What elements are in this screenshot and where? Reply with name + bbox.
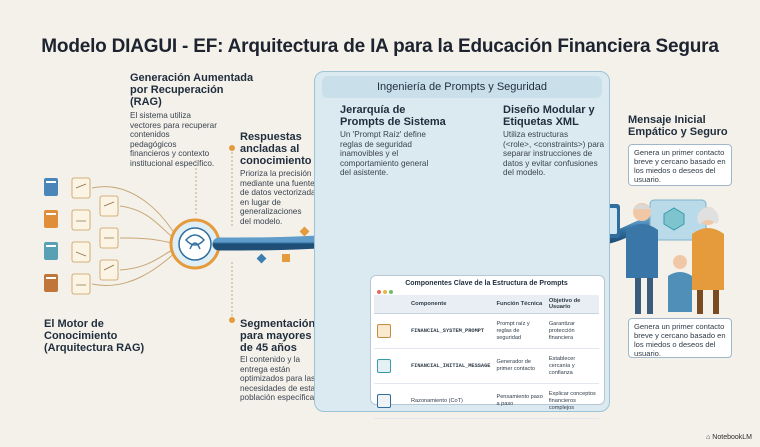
watermark-text: NotebookLM bbox=[712, 434, 752, 441]
table-row: FINANCIAL_SYSTEM_PROMPT Prompt raíz y re… bbox=[374, 313, 599, 349]
table-row: FINANCIAL_INITIAL_MESSAGE Generador de p… bbox=[374, 348, 599, 384]
hierarchy-description: Un 'Prompt Raíz' define reglas de seguri… bbox=[340, 130, 450, 178]
rag-heading: Generación Aumentada por Recuperación (R… bbox=[130, 72, 270, 108]
anchored-heading-line-1: Respuestas bbox=[240, 131, 302, 143]
segment-body-line: entrega están bbox=[240, 364, 291, 374]
table-cell: Establecer cercanía y confianza bbox=[545, 348, 599, 384]
table-cell: FINANCIAL_SYSTEM_PROMPT bbox=[408, 313, 494, 349]
segment-heading-line-2: para mayores bbox=[240, 330, 312, 342]
hierarchy-body-line: Un 'Prompt Raíz' define bbox=[340, 130, 426, 139]
senior-users-illustration bbox=[626, 199, 724, 314]
hierarchy-body-line: del asistente. bbox=[340, 168, 389, 178]
segment-body-line: necesidades de esta bbox=[240, 383, 316, 393]
table-cell: Prompt raíz y reglas de seguridad bbox=[493, 313, 546, 349]
table-cell: Razonamiento (CoT) bbox=[408, 383, 494, 419]
segment-body-line: población específica. bbox=[240, 393, 317, 403]
hierarchy-icon bbox=[377, 324, 391, 338]
welcome-callout-bottom: Genera un primer contacto breve y cercan… bbox=[628, 318, 732, 358]
reasoning-icon bbox=[377, 394, 391, 408]
rag-body-line: pedagógicos bbox=[130, 139, 177, 149]
table-header: Objetivo de Usuario bbox=[545, 295, 599, 314]
dot-green-icon bbox=[389, 290, 393, 294]
hierarchy-icon-cell bbox=[374, 313, 408, 349]
segment-heading: Segmentación para mayores de 45 años bbox=[240, 318, 330, 354]
anchored-heading-line-3: conocimiento bbox=[240, 155, 312, 167]
table-cell: Generador de primer contacto bbox=[493, 348, 546, 384]
anchored-body-line: del modelo. bbox=[240, 216, 283, 226]
rag-heading-line-1: Generación Aumentada bbox=[130, 72, 254, 84]
document-cards-icon bbox=[71, 177, 119, 295]
hierarchy-body-line: inamovibles y el bbox=[340, 149, 399, 159]
hierarchy-heading: Jerarquía de Prompts de Sistema bbox=[340, 104, 460, 128]
segment-body-line: El contenido y la bbox=[240, 355, 301, 364]
rag-body-line: El sistema utiliza bbox=[130, 111, 191, 120]
table-header-row: Componente Función Técnica Objetivo de U… bbox=[374, 295, 599, 314]
hierarchy-heading-line-1: Jerarquía de bbox=[340, 104, 406, 116]
table-cell: Pensamiento paso a paso bbox=[493, 383, 546, 419]
modular-body-line: (<role>, <constraints>) para bbox=[503, 139, 605, 149]
rag-body-line: vectores para recuperar bbox=[130, 120, 217, 130]
components-table-title: Componentes Clave de la Estructura de Pr… bbox=[405, 280, 568, 287]
rag-body-line: institucional específico. bbox=[130, 158, 215, 168]
anchored-body-line: generalizaciones bbox=[240, 207, 302, 217]
segment-heading-line-1: Segmentación bbox=[240, 318, 316, 330]
notebooklm-watermark: ⌂ NotebookLM bbox=[706, 434, 752, 441]
welcome-callout-top: Genera un primer contacto breve y cercan… bbox=[628, 144, 732, 186]
engine-heading-line-1: El Motor de bbox=[44, 318, 104, 330]
table-row: Razonamiento (CoT) Pensamiento paso a pa… bbox=[374, 383, 599, 419]
table-header: Función Técnica bbox=[493, 295, 546, 314]
modular-body-line: Utiliza estructuras bbox=[503, 130, 569, 139]
reasoning-icon-cell bbox=[374, 383, 408, 419]
ai-hub-icon bbox=[169, 218, 221, 270]
page-title: Modelo DIAGUI - EF: Arquitectura de IA p… bbox=[41, 36, 719, 57]
modular-body-line: separar instrucciones de bbox=[503, 149, 593, 159]
rag-description: El sistema utiliza vectores para recuper… bbox=[130, 111, 260, 169]
notebooklm-logo-icon: ⌂ bbox=[706, 434, 713, 441]
segment-body-line: optimizados para las bbox=[240, 374, 316, 384]
chat-icon bbox=[377, 359, 391, 373]
modular-body-line: datos y evitar confusiones bbox=[503, 158, 598, 168]
anchored-body-line: de datos vectorizada bbox=[240, 188, 316, 198]
modular-heading: Diseño Modular y Etiquetas XML bbox=[503, 104, 623, 128]
window-dots bbox=[377, 281, 395, 299]
welcome-heading: Mensaje Inicial Empático y Seguro bbox=[628, 114, 738, 138]
anchored-body-line: Prioriza la precisión bbox=[240, 169, 312, 178]
anchored-heading-line-2: ancladas al bbox=[240, 143, 300, 155]
engine-heading: El Motor de Conocimiento (Arquitectura R… bbox=[44, 318, 174, 354]
rag-heading-line-2: por Recuperación bbox=[130, 84, 224, 96]
segment-heading-line-3: de 45 años bbox=[240, 342, 297, 354]
rag-body-line: contenidos bbox=[130, 130, 170, 140]
modular-description: Utiliza estructuras (<role>, <constraint… bbox=[503, 130, 613, 178]
panel-heading: Ingeniería de Prompts y Seguridad bbox=[322, 76, 602, 98]
rag-heading-line-3: (RAG) bbox=[130, 96, 162, 108]
hierarchy-body-line: comportamiento general bbox=[340, 158, 429, 168]
rag-body-line: financieros y contexto bbox=[130, 149, 210, 159]
table-cell: FINANCIAL_INITIAL_MESSAGE bbox=[408, 348, 494, 384]
segment-description: El contenido y la entrega están optimiza… bbox=[240, 355, 322, 403]
welcome-heading-line-1: Mensaje Inicial bbox=[628, 114, 706, 126]
table-header-icon bbox=[374, 295, 408, 314]
chat-icon-cell bbox=[374, 348, 408, 384]
anchored-body-line: mediante una fuente bbox=[240, 178, 315, 188]
hierarchy-body-line: reglas de seguridad bbox=[340, 139, 412, 149]
anchored-body-line: en lugar de bbox=[240, 197, 281, 207]
modular-heading-line-2: Etiquetas XML bbox=[503, 116, 579, 128]
dot-yellow-icon bbox=[383, 290, 387, 294]
engine-heading-line-3: (Arquitectura RAG) bbox=[44, 342, 145, 354]
engine-heading-line-2: Conocimiento bbox=[44, 330, 118, 342]
welcome-heading-line-2: Empático y Seguro bbox=[628, 126, 728, 138]
anchored-description: Prioriza la precisión mediante una fuent… bbox=[240, 169, 320, 227]
components-table: Componente Función Técnica Objetivo de U… bbox=[374, 295, 599, 419]
modular-heading-line-1: Diseño Modular y bbox=[503, 104, 595, 116]
dot-red-icon bbox=[377, 290, 381, 294]
anchored-heading: Respuestas ancladas al conocimiento bbox=[240, 131, 340, 167]
modular-body-line: del modelo. bbox=[503, 168, 546, 178]
table-cell: Garantizar protección financiera bbox=[545, 313, 599, 349]
books-stack-icon bbox=[44, 178, 58, 292]
table-cell: Explicar conceptos financieros complejos bbox=[545, 383, 599, 419]
table-header: Componente bbox=[408, 295, 494, 314]
hierarchy-heading-line-2: Prompts de Sistema bbox=[340, 116, 446, 128]
